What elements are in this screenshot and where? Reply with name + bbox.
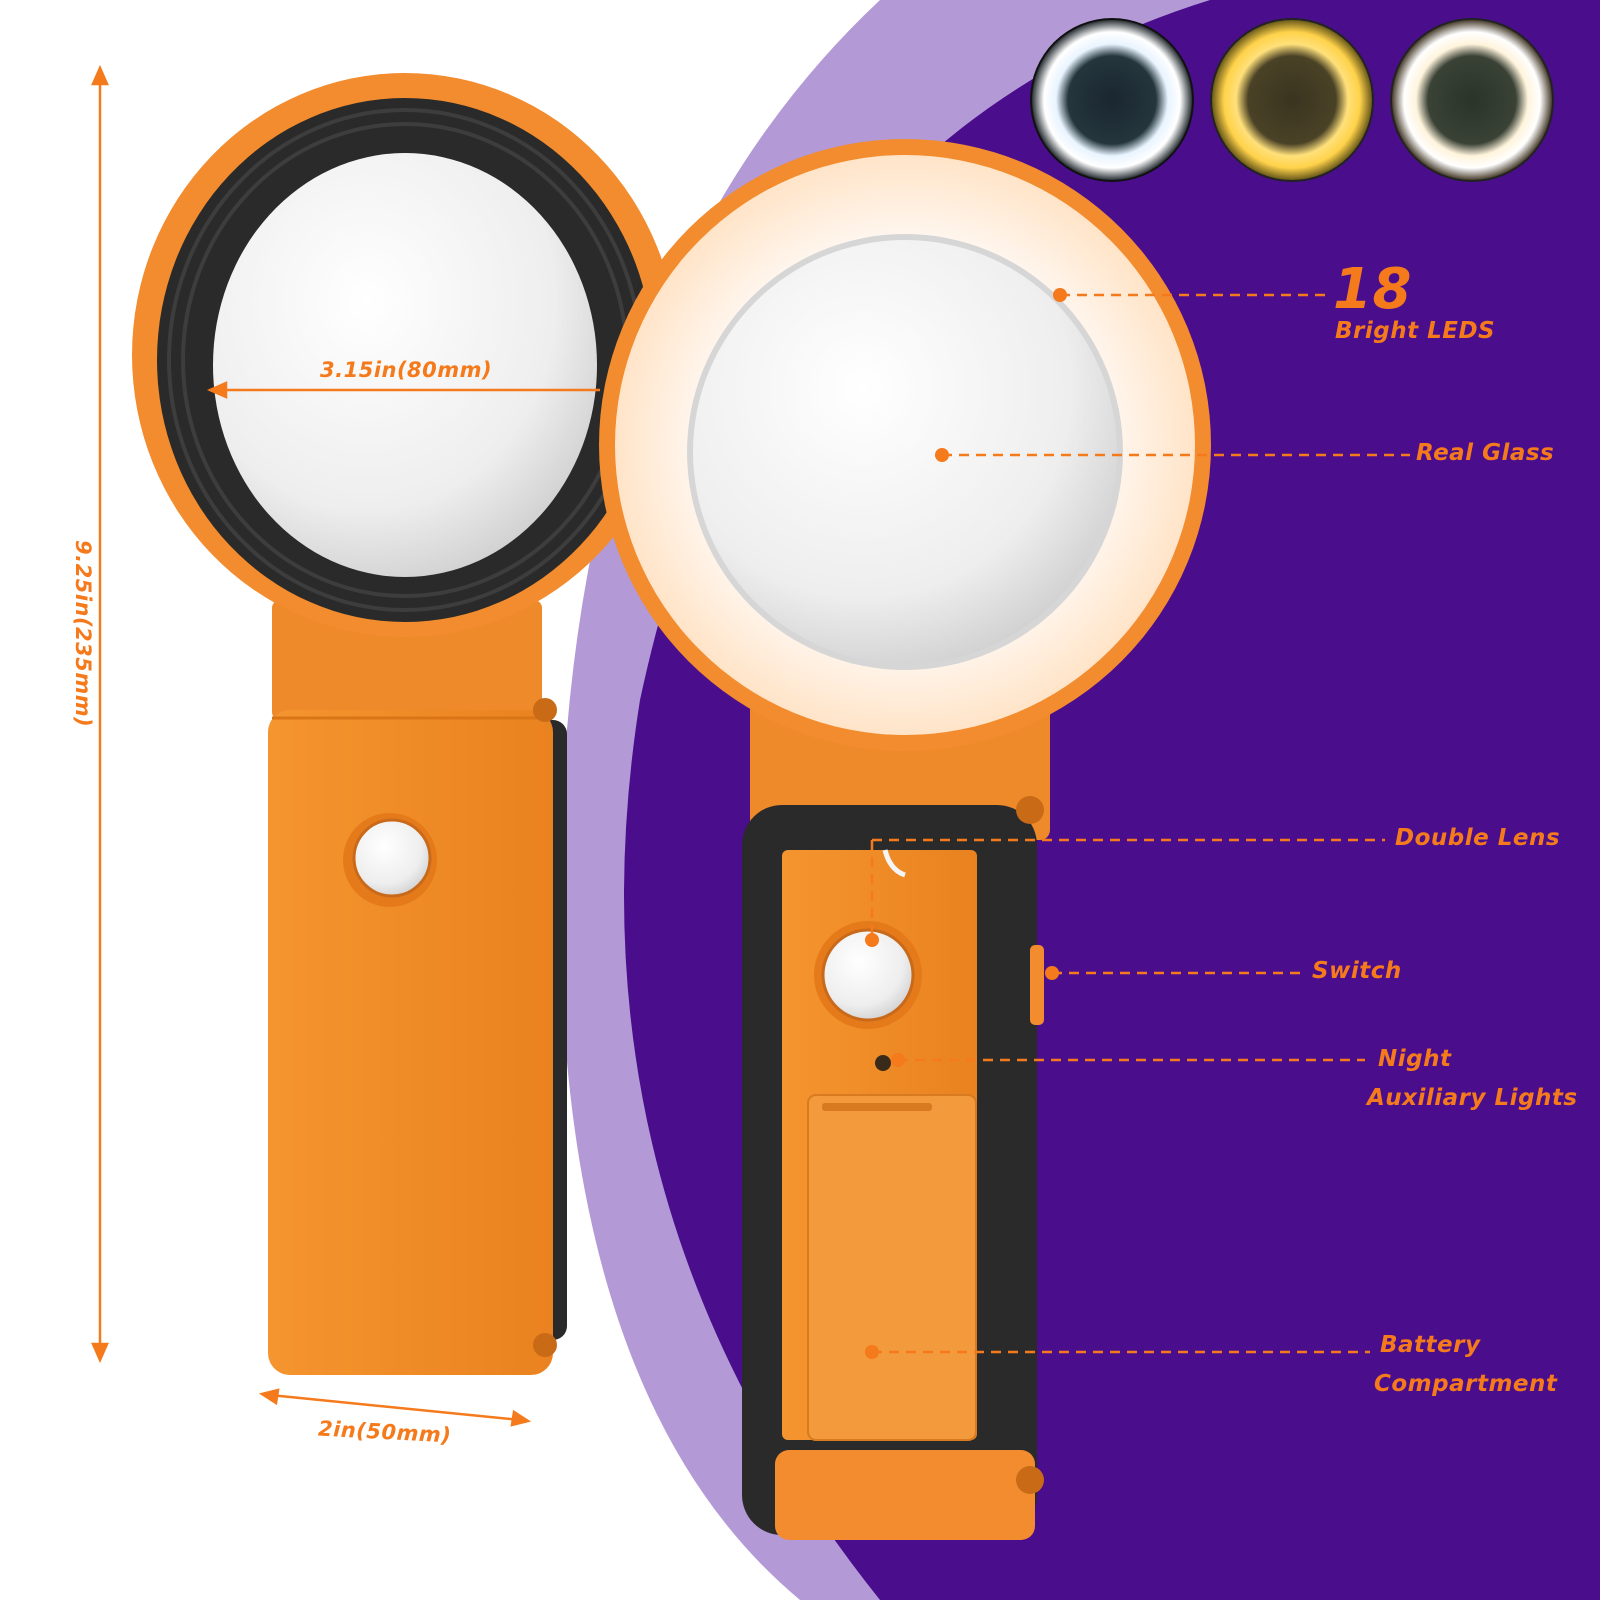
night-label-line2: Auxiliary Lights [1367,1085,1578,1111]
left-handle [268,710,553,1375]
battery-label-line2: Compartment [1374,1371,1558,1397]
height-dimension-label: 9.25in(235mm) [71,540,95,728]
night-label-line1: Night [1378,1046,1452,1072]
night-led [875,1055,891,1071]
led-label: Bright LEDS [1335,318,1496,344]
battery-label-line1: Battery [1380,1332,1481,1358]
right-magnifier [599,139,1211,1540]
right-handle-bottom [775,1450,1035,1540]
callout-dots [865,288,1067,1359]
callout-lines [870,293,1410,1354]
switch-button [1030,945,1044,1025]
right-lens-glass [693,240,1117,664]
left-neck [272,600,542,720]
dimension-lines [91,64,600,1427]
battery-cover [807,1094,977,1441]
double-lens-label: Double Lens [1395,825,1561,851]
left-lens-glass [213,153,597,577]
left-magnifier [132,73,678,1375]
light-mode-thumbnails [1030,18,1554,182]
switch-label: Switch [1312,958,1402,984]
led-count: 18 [1333,257,1412,322]
real-glass-label: Real Glass [1416,440,1555,466]
lens-diameter-label: 3.15in(80mm) [320,358,493,382]
